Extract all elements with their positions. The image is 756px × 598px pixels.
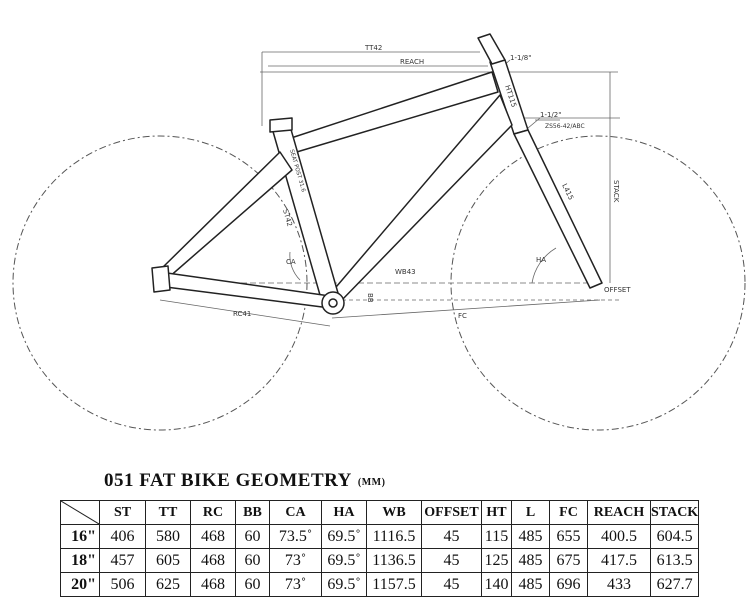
table-cell: 613.5 [649, 548, 700, 573]
table-header-cell: RC [190, 500, 236, 525]
size-cell: 20" [60, 572, 100, 597]
size-cell: 18" [60, 548, 100, 573]
table-cell: 468 [190, 524, 236, 549]
table-header-cell: CA [269, 500, 322, 525]
label-reach: REACH [400, 58, 424, 66]
table-cell: 675 [549, 548, 588, 573]
table-cell: 1136.5 [366, 548, 422, 573]
table-header-cell: OFFSET [421, 500, 482, 525]
dimension-labels: TT42 REACH 1-1/8" HT115 1-1/2" ZS56-42/A… [233, 44, 631, 320]
table-cell: 125 [481, 548, 512, 573]
table-cell: 417.5 [587, 548, 651, 573]
table-cell: 604.5 [649, 524, 700, 549]
table-row: 18" 457 605 468 60 73˚ 69.5˚ 1136.5 45 1… [60, 548, 700, 573]
table-cell: 485 [511, 572, 550, 597]
table-cell: 1116.5 [366, 524, 422, 549]
table-header-cell: FC [549, 500, 588, 525]
table-corner-cell [60, 500, 100, 525]
geometry-title-text: 051 FAT BIKE GEOMETRY [104, 470, 352, 491]
table-row: 20" 506 625 468 60 73˚ 69.5˚ 1157.5 45 1… [60, 572, 700, 597]
table-cell: 60 [235, 548, 270, 573]
table-header-cell: TT [145, 500, 191, 525]
table-header-cell: L [511, 500, 550, 525]
table-cell: 69.5˚ [321, 524, 367, 549]
table-header-cell: HT [481, 500, 512, 525]
label-headset: ZS56-42/ABC [545, 123, 585, 130]
label-bb: BB [366, 293, 374, 303]
table-header-cell: HA [321, 500, 367, 525]
table-header-cell: REACH [587, 500, 651, 525]
label-l: L415 [560, 182, 575, 201]
table-row: 16" 406 580 468 60 73.5˚ 69.5˚ 1116.5 45… [60, 524, 700, 549]
table-cell: 60 [235, 524, 270, 549]
label-angle-bottom: 1-1/2" [540, 111, 561, 119]
table-cell: 627.7 [649, 572, 700, 597]
table-cell: 696 [549, 572, 588, 597]
table-header-row: ST TT RC BB CA HA WB OFFSET HT L FC REAC… [60, 500, 700, 525]
table-cell: 45 [421, 548, 482, 573]
label-rc: RC41 [233, 310, 251, 318]
table-cell: 468 [190, 548, 236, 573]
label-fc: FC [458, 312, 467, 320]
label-stack: STACK [612, 180, 620, 203]
table-cell: 69.5˚ [321, 548, 367, 573]
table-cell: 580 [145, 524, 191, 549]
table-cell: 45 [421, 572, 482, 597]
table-cell: 625 [145, 572, 191, 597]
table-header-cell: BB [235, 500, 270, 525]
label-wb: WB43 [395, 268, 416, 276]
dimension-lines [159, 51, 620, 327]
table-header-cell: STACK [649, 500, 700, 525]
table-cell: 485 [511, 548, 550, 573]
table-cell: 457 [99, 548, 146, 573]
table-cell: 433 [587, 572, 651, 597]
table-cell: 485 [511, 524, 550, 549]
table-cell: 60 [235, 572, 270, 597]
frame-geometry-diagram: TT42 REACH 1-1/8" HT115 1-1/2" ZS56-42/A… [12, 33, 746, 431]
label-st: ST42 [281, 208, 294, 227]
table-cell: 45 [421, 524, 482, 549]
table-cell: 655 [549, 524, 588, 549]
table-cell: 115 [481, 524, 512, 549]
geometry-title-unit: (MM) [357, 477, 386, 488]
bike-frame [151, 33, 603, 315]
label-ca: CA [286, 258, 296, 266]
table-cell: 406 [99, 524, 146, 549]
table-cell: 73˚ [269, 548, 322, 573]
table-cell: 69.5˚ [321, 572, 367, 597]
geometry-title: 051 FAT BIKE GEOMETRY (MM) [104, 470, 385, 492]
table-header-cell: ST [99, 500, 146, 525]
table-cell: 468 [190, 572, 236, 597]
label-angle-top: 1-1/8" [510, 54, 531, 62]
diagonal-divider [61, 501, 99, 524]
table-cell: 73˚ [269, 572, 322, 597]
table-cell: 400.5 [587, 524, 651, 549]
label-tt: TT42 [364, 44, 382, 52]
table-cell: 605 [145, 548, 191, 573]
geometry-table: ST TT RC BB CA HA WB OFFSET HT L FC REAC… [60, 500, 700, 597]
label-offset: OFFSET [604, 286, 631, 294]
table-cell: 73.5˚ [269, 524, 322, 549]
table-cell: 506 [99, 572, 146, 597]
table-cell: 140 [481, 572, 512, 597]
label-ha: HA [536, 256, 546, 264]
table-cell: 1157.5 [366, 572, 422, 597]
table-header-cell: WB [366, 500, 422, 525]
size-cell: 16" [60, 524, 100, 549]
